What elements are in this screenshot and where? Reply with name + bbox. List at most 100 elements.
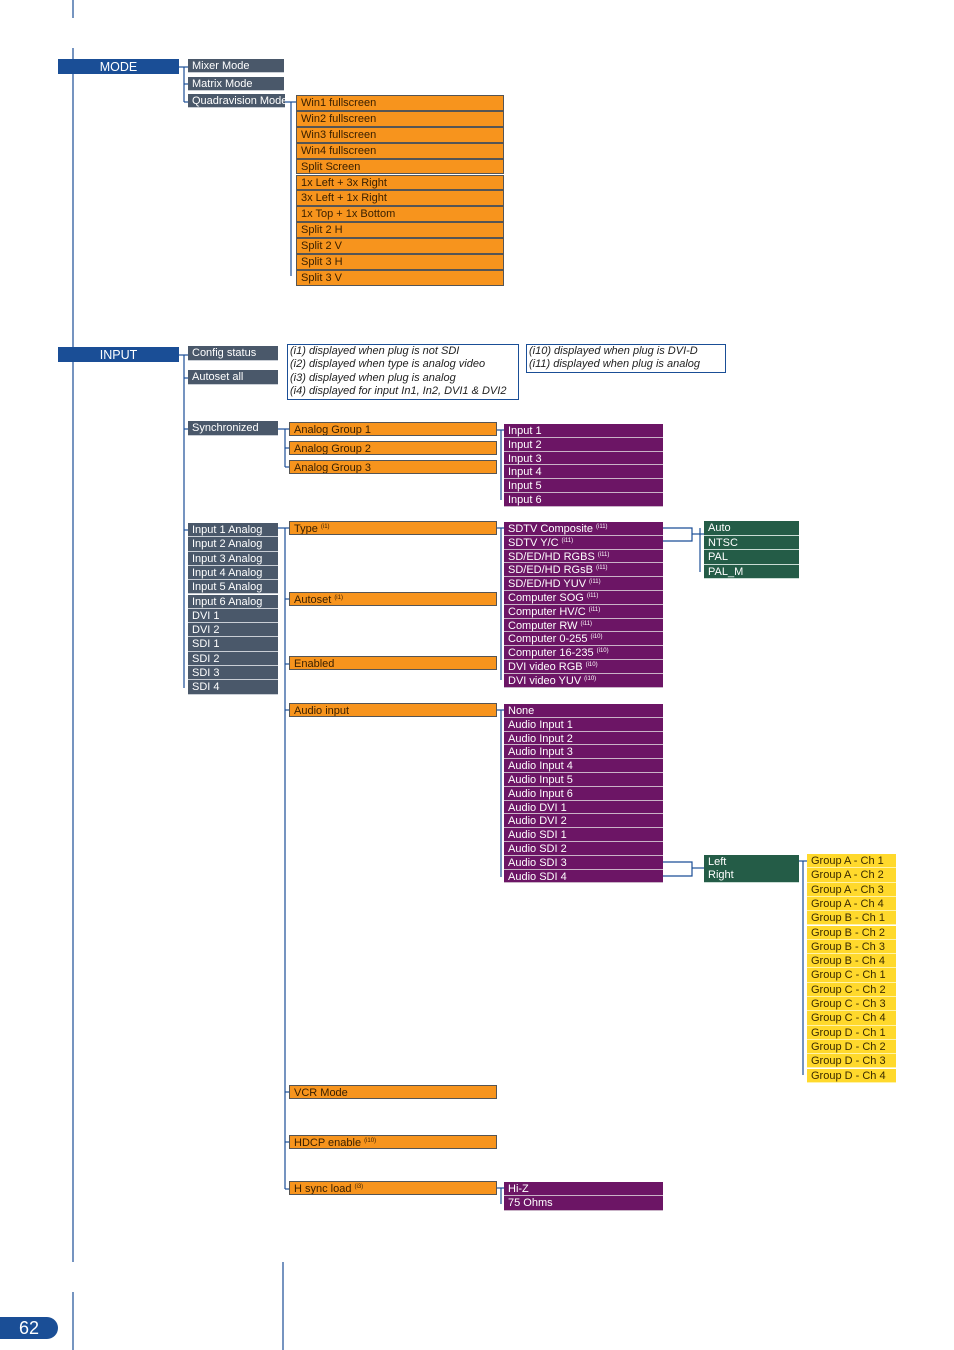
setting-h-sync-load[interactable]: H sync load(i3) (289, 1181, 497, 1195)
sdi-group-channel[interactable]: Group D - Ch 4 (807, 1068, 896, 1083)
input-plug[interactable]: Input 2 Analog (188, 537, 278, 552)
input-plug[interactable]: Input 6 Analog (188, 594, 278, 609)
type-option[interactable]: Computer SOG(i11) (504, 591, 663, 605)
sdi-group-channel[interactable]: Group D - Ch 3 (807, 1054, 896, 1069)
sdi-group-channel[interactable]: Group C - Ch 1 (807, 968, 896, 983)
video-standard[interactable]: NTSC (704, 535, 799, 550)
sync-input[interactable]: Input 4 (504, 465, 663, 480)
audio-option[interactable]: None (504, 704, 663, 718)
input-plug[interactable]: Input 4 Analog (188, 565, 278, 581)
sdi-group-channel[interactable]: Group D - Ch 1 (807, 1025, 896, 1040)
quadravision-option[interactable]: Split Screen (296, 158, 504, 175)
autoset-all[interactable]: Autoset all (188, 370, 278, 385)
quadravision-option[interactable]: Split 2 H (296, 222, 504, 239)
input-plug[interactable]: Input 5 Analog (188, 580, 278, 595)
type-option[interactable]: Computer 0-255(i10) (504, 632, 663, 647)
type-option[interactable]: SD/ED/HD YUV(i11) (504, 577, 663, 591)
quadravision-option[interactable]: Win1 fullscreen (296, 95, 504, 111)
setting-type[interactable]: Type(i1) (289, 521, 497, 535)
sdi-group-channel[interactable]: Group C - Ch 4 (807, 1011, 896, 1026)
audio-option[interactable]: Audio SDI 2 (504, 842, 663, 856)
quadravision-option[interactable]: 3x Left + 1x Right (296, 190, 504, 207)
type-option[interactable]: Computer HV/C(i11) (504, 604, 663, 619)
quadravision-option[interactable]: Split 2 V (296, 238, 504, 254)
input-plug[interactable]: Input 3 Analog (188, 551, 278, 566)
mode-matrix-label: Matrix Mode (192, 78, 253, 90)
type-option[interactable]: SDTV Y/C(i11) (504, 535, 663, 550)
type-option[interactable]: SDTV Composite(i11) (504, 522, 663, 536)
audio-option[interactable]: Audio DVI 1 (504, 800, 663, 815)
config-status[interactable]: Config status (188, 346, 278, 361)
video-standard-label: Auto (708, 522, 731, 534)
sdi-group-channel[interactable]: Group A - Ch 3 (807, 882, 896, 897)
quadravision-option[interactable]: 1x Top + 1x Bottom (296, 206, 504, 223)
mode-mixer[interactable]: Mixer Mode (188, 59, 284, 73)
sdi-group-channel[interactable]: Group A - Ch 4 (807, 896, 896, 912)
video-standard[interactable]: PAL (704, 550, 799, 565)
h-sync-75-ohms-label: 75 Ohms (508, 1197, 553, 1209)
analog-group[interactable]: Analog Group 1 (289, 422, 497, 436)
audio-option[interactable]: Audio Input 4 (504, 759, 663, 773)
sync-input[interactable]: Input 6 (504, 493, 663, 507)
audio-option[interactable]: Audio Input 5 (504, 773, 663, 787)
h-sync-75-ohms[interactable]: 75 Ohms (504, 1196, 663, 1211)
input-plug[interactable]: DVI 1 (188, 608, 278, 624)
audio-option[interactable]: Audio Input 6 (504, 786, 663, 801)
quadravision-option[interactable]: Split 3 V (296, 269, 504, 286)
audio-option[interactable]: Audio SDI 3 (504, 855, 663, 870)
audio-option[interactable]: Audio Input 3 (504, 745, 663, 760)
mode-quadravision[interactable]: Quadravision Mode (188, 94, 285, 108)
input-plug[interactable]: SDI 4 (188, 680, 278, 695)
sdi-group-channel[interactable]: Group B - Ch 4 (807, 954, 896, 969)
input-plug[interactable]: SDI 2 (188, 651, 278, 666)
sync-input[interactable]: Input 3 (504, 451, 663, 466)
sdi-group-channel[interactable]: Group D - Ch 2 (807, 1039, 896, 1055)
setting-enabled[interactable]: Enabled (289, 656, 497, 670)
quadravision-option[interactable]: Win4 fullscreen (296, 142, 504, 159)
sdi-group-channel[interactable]: Group A - Ch 2 (807, 868, 896, 883)
sdi-group-channel[interactable]: Group A - Ch 1 (807, 854, 896, 869)
input-plug[interactable]: SDI 3 (188, 666, 278, 681)
type-option[interactable]: SD/ED/HD RGsB(i11) (504, 563, 663, 578)
input-plug[interactable]: SDI 1 (188, 637, 278, 652)
analog-group[interactable]: Analog Group 2 (289, 441, 497, 455)
setting-autoset[interactable]: Autoset(i1) (289, 592, 497, 606)
setting-vcr-mode[interactable]: VCR Mode (289, 1085, 497, 1099)
sync-input[interactable]: Input 1 (504, 424, 663, 438)
mode-matrix[interactable]: Matrix Mode (188, 77, 284, 91)
type-option[interactable]: Computer RW(i11) (504, 618, 663, 633)
sync-input[interactable]: Input 2 (504, 437, 663, 452)
sdi-group-channel[interactable]: Group C - Ch 3 (807, 997, 896, 1012)
synchronized[interactable]: Synchronized (188, 421, 278, 436)
quadravision-option[interactable]: Split 3 H (296, 254, 504, 270)
video-standard[interactable]: Auto (704, 521, 799, 536)
setting-hdcp-enable[interactable]: HDCP enable(i10) (289, 1135, 497, 1149)
sdi-group-channel[interactable]: Group C - Ch 2 (807, 982, 896, 997)
type-option[interactable]: Computer 16-235(i10) (504, 646, 663, 660)
audio-channel-right[interactable]: Right (704, 868, 799, 883)
sdi-group-channel[interactable]: Group B - Ch 3 (807, 939, 896, 955)
type-option-label: DVI video YUV (508, 674, 582, 687)
video-standard[interactable]: PAL_M (704, 564, 799, 579)
sync-input[interactable]: Input 5 (504, 479, 663, 493)
page-number: 62 (0, 1317, 58, 1339)
type-option[interactable]: DVI video RGB(i10) (504, 660, 663, 674)
setting-audio-input[interactable]: Audio input (289, 703, 497, 717)
analog-group[interactable]: Analog Group 3 (289, 460, 497, 474)
quadravision-option[interactable]: 1x Left + 3x Right (296, 174, 504, 191)
type-option[interactable]: DVI video YUV(i10) (504, 673, 663, 688)
sdi-group-channel[interactable]: Group B - Ch 1 (807, 911, 896, 926)
input-plug[interactable]: DVI 2 (188, 623, 278, 638)
audio-option[interactable]: Audio Input 2 (504, 731, 663, 746)
quadravision-option[interactable]: Win3 fullscreen (296, 126, 504, 143)
audio-option[interactable]: Audio Input 1 (504, 717, 663, 732)
input-plug[interactable]: Input 1 Analog (188, 523, 278, 538)
audio-option[interactable]: Audio SDI 4 (504, 869, 663, 884)
type-option[interactable]: SD/ED/HD RGBS(i11) (504, 549, 663, 564)
audio-option[interactable]: Audio DVI 2 (504, 814, 663, 829)
audio-channel-left[interactable]: Left (704, 855, 799, 869)
audio-option[interactable]: Audio SDI 1 (504, 828, 663, 842)
h-sync-hi-z[interactable]: Hi-Z (504, 1182, 663, 1196)
sdi-group-channel[interactable]: Group B - Ch 2 (807, 925, 896, 940)
quadravision-option[interactable]: Win2 fullscreen (296, 110, 504, 127)
